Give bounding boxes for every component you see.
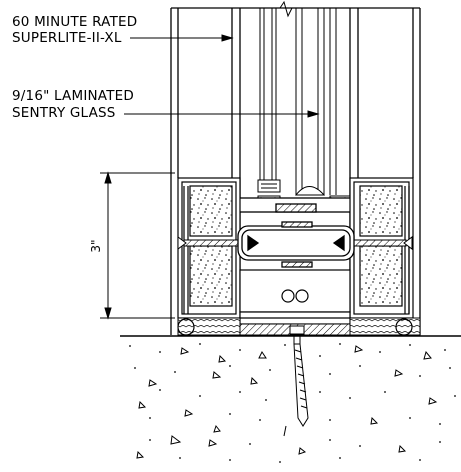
laminated-glass-label-line1: 9/16" LAMINATED [12, 88, 134, 104]
glazing-channel [233, 197, 359, 270]
left-frame-section [177, 177, 241, 319]
sill-tube [237, 221, 355, 268]
concrete-slab [136, 345, 438, 459]
leader-lines [124, 34, 320, 118]
laminated-glass-label-line2: SENTRY GLASS [12, 105, 116, 121]
height-dimension-label: 3" [89, 239, 103, 252]
break-line [279, 0, 293, 18]
glass-type-label-line1: 60 MINUTE RATED [12, 14, 138, 30]
backer-rods [177, 318, 413, 336]
concrete-specks [129, 343, 456, 463]
glass-type-label-line2: SUPERLITE-II-XL [12, 30, 122, 46]
right-frame-section [349, 177, 414, 319]
sill-body [239, 269, 351, 325]
glass-assembly [259, 8, 337, 195]
slab-fastener [289, 325, 309, 427]
height-dimension [100, 171, 175, 320]
